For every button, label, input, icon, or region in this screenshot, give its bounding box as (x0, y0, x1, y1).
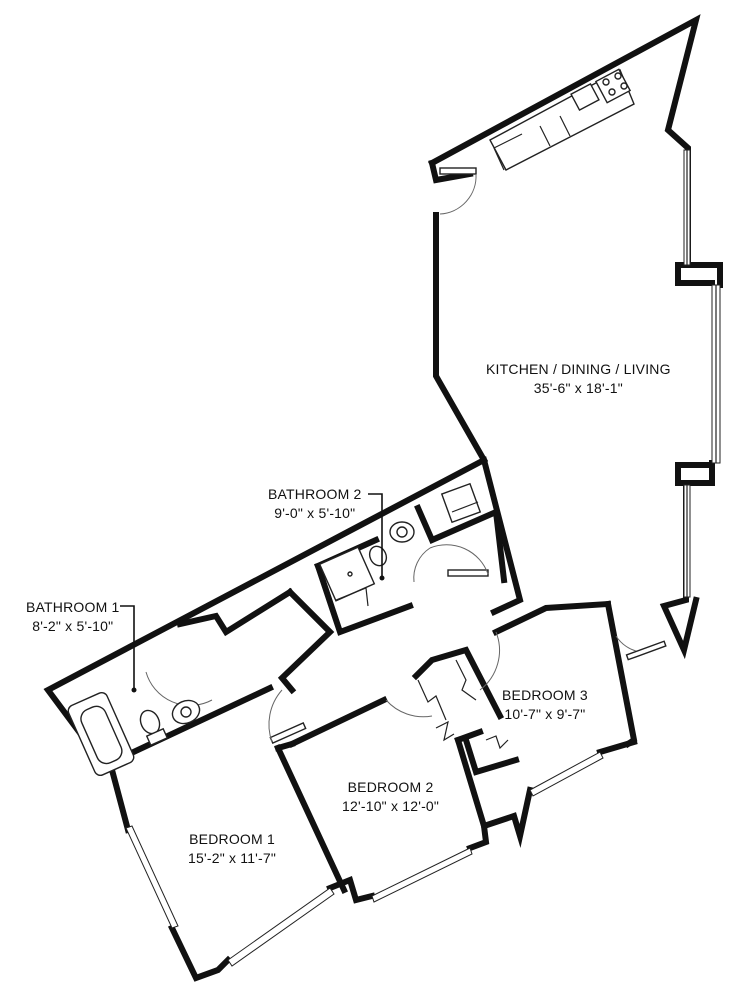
room-label-bathroom-1: BATHROOM 1 8'-2" x 5'-10" (26, 598, 120, 636)
windows (125, 149, 721, 967)
room-dims: 35'-6" x 18'-1" (533, 380, 623, 396)
room-dims: 15'-2" x 11'-7" (188, 850, 277, 866)
room-dims: 12'-10" x 12'-0" (342, 798, 440, 814)
room-label-bedroom-2: BEDROOM 2 12'-10" x 12'-0" (342, 778, 439, 816)
room-name: BEDROOM 1 (189, 831, 275, 847)
room-name: BEDROOM 2 (347, 779, 434, 795)
room-dims: 10'-7" x 9'-7" (504, 706, 586, 722)
interior-walls (95, 456, 612, 894)
room-label-bathroom-2: BATHROOM 2 9'-0" x 5'-10" (268, 485, 362, 523)
room-label-bedroom-3: BEDROOM 3 10'-7" x 9'-7" (502, 686, 588, 724)
doors (145, 167, 667, 750)
room-label-kitchen: KITCHEN / DINING / LIVING 35'-6" x 18'-1… (486, 360, 671, 398)
room-dims: 8'-2" x 5'-10" (32, 618, 114, 634)
leader-lines (120, 493, 385, 693)
room-name: BATHROOM 1 (26, 599, 120, 615)
room-dims: 9'-0" x 5'-10" (274, 505, 356, 521)
room-name: BATHROOM 2 (268, 486, 362, 502)
room-name: KITCHEN / DINING / LIVING (486, 361, 671, 377)
room-name: BEDROOM 3 (502, 687, 588, 703)
exterior-walls (43, 14, 723, 982)
fixtures (67, 68, 635, 777)
room-label-bedroom-1: BEDROOM 1 15'-2" x 11'-7" (188, 830, 276, 868)
